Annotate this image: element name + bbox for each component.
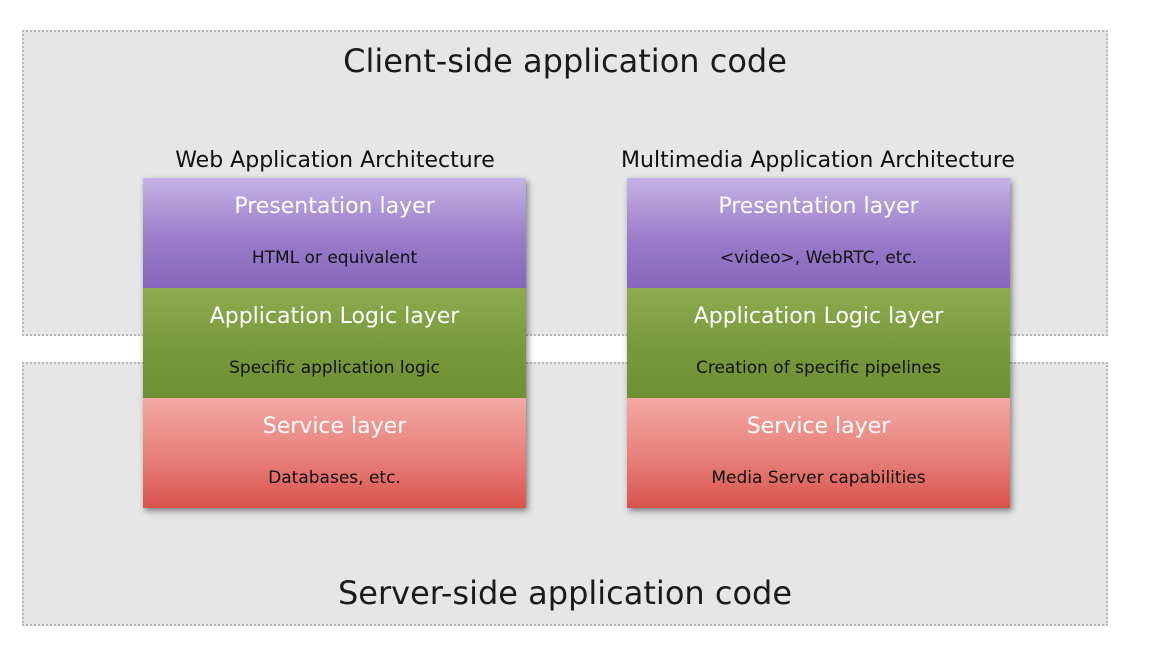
layer-detail: Specific application logic	[229, 358, 440, 378]
layer-detail: <video>, WebRTC, etc.	[719, 248, 918, 268]
multimedia-presentation-layer: Presentation layer <video>, WebRTC, etc.	[627, 178, 1010, 288]
layer-detail: HTML or equivalent	[251, 248, 418, 268]
web-logic-layer: Application Logic layer Specific applica…	[143, 288, 526, 398]
multimedia-architecture-title: Multimedia Application Architecture	[621, 148, 1015, 173]
layer-title: Presentation layer	[718, 194, 919, 219]
multimedia-logic-layer: Application Logic layer Creation of spec…	[627, 288, 1010, 398]
layer-title: Service layer	[746, 414, 891, 439]
web-architecture-title: Web Application Architecture	[175, 148, 495, 173]
layer-detail: Databases, etc.	[268, 468, 401, 488]
multimedia-service-layer: Service layer Media Server capabilities	[627, 398, 1010, 508]
layer-title: Presentation layer	[234, 194, 435, 219]
layer-detail: Creation of specific pipelines	[695, 358, 942, 378]
layer-title: Application Logic layer	[209, 304, 460, 329]
web-architecture-stack: Presentation layer HTML or equivalent Ap…	[143, 178, 526, 508]
web-presentation-layer: Presentation layer HTML or equivalent	[143, 178, 526, 288]
server-side-title: Server-side application code	[337, 574, 793, 612]
client-side-title: Client-side application code	[343, 42, 787, 80]
layer-title: Service layer	[262, 414, 407, 439]
layer-title: Application Logic layer	[693, 304, 944, 329]
layer-detail: Media Server capabilities	[711, 468, 926, 488]
multimedia-architecture-stack: Presentation layer <video>, WebRTC, etc.…	[627, 178, 1010, 508]
web-service-layer: Service layer Databases, etc.	[143, 398, 526, 508]
